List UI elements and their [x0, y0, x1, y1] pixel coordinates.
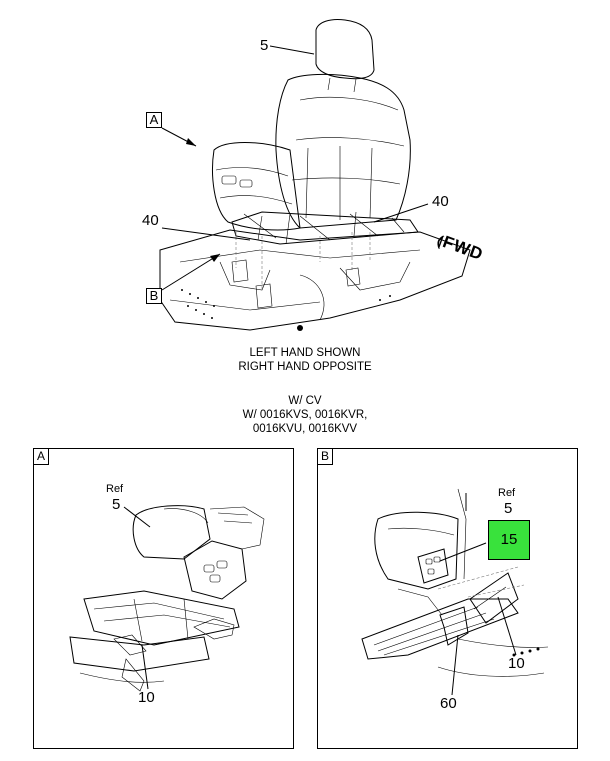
caption-left-hand-shown: LEFT HAND SHOWN — [249, 347, 361, 359]
panel-b-drawing — [361, 488, 549, 696]
panel-a-ref-label: Ref — [106, 483, 124, 495]
caption-right-hand-opposite: RIGHT HAND OPPOSITE — [238, 361, 372, 373]
panel-b-ref-label: Ref — [498, 487, 516, 499]
caption-options-line2: 0016KVU, 0016KVV — [252, 423, 358, 435]
detail-panel-b: B Ref 5 15 10 60 — [317, 448, 578, 749]
callout-left-bracket: 40 — [142, 212, 159, 229]
panel-a-ref-number: 5 — [112, 496, 121, 513]
detail-panel-a: A Ref 5 10 — [33, 448, 294, 749]
caption-with-cv: W/ CV — [288, 395, 322, 407]
caption-options-line1: W/ 0016KVS, 0016KVR, — [242, 409, 368, 421]
view-label-a: A — [146, 112, 162, 128]
panel-b-callout-10: 10 — [508, 655, 525, 672]
panel-b-highlight-15: 15 — [488, 520, 530, 560]
panel-a-drawing — [69, 505, 265, 692]
view-label-b: B — [146, 288, 162, 304]
panel-a-callout-10: 10 — [138, 689, 155, 706]
panel-b-tag: B — [318, 449, 333, 465]
panel-b-ref-number: 5 — [504, 500, 513, 517]
callout-seat: 5 — [260, 37, 269, 54]
panel-a-tag: A — [34, 449, 49, 465]
callout-right-bracket: 40 — [432, 193, 449, 210]
panel-b-callout-60: 60 — [440, 695, 457, 712]
